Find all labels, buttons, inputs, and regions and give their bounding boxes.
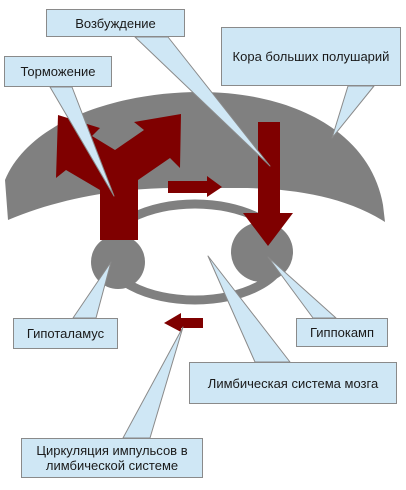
right-arrow	[168, 176, 222, 197]
hippocampus-pointer	[267, 256, 337, 319]
hippocampus-callout: Гиппокамп	[296, 318, 388, 347]
inhibition-callout: Торможение	[4, 56, 112, 87]
circulation-label-line2: лимбической системе	[45, 458, 179, 473]
excitation-label: Возбуждение	[75, 15, 156, 31]
inhibition-label: Торможение	[20, 64, 96, 79]
hypothalamus-label: Гипоталамус	[26, 326, 105, 341]
cortex-callout: Кора больших полушарий	[221, 27, 401, 86]
excitation-arrow	[243, 122, 293, 246]
inhibition-pointer	[49, 86, 115, 197]
circulation-callout: Циркуляция импульсов в лимбической систе…	[21, 438, 203, 478]
circulation-pointer	[122, 326, 184, 439]
cortex-label: Кора больших полушарий	[232, 49, 390, 64]
hypothalamus-callout: Гипоталамус	[13, 318, 118, 349]
circulation-label-line1: Циркуляция импульсов в	[36, 443, 188, 458]
left-arrow	[164, 313, 203, 332]
limbic-system-callout: Лимбическая система мозга	[189, 362, 397, 404]
limbic-system-label: Лимбическая система мозга	[207, 375, 379, 391]
hippocampus-label: Гиппокамп	[309, 325, 375, 340]
cortex-pointer	[331, 85, 375, 139]
excitation-callout: Возбуждение	[46, 9, 185, 37]
excitation-pointer	[134, 36, 271, 167]
hypothalamus-pointer	[72, 261, 112, 319]
